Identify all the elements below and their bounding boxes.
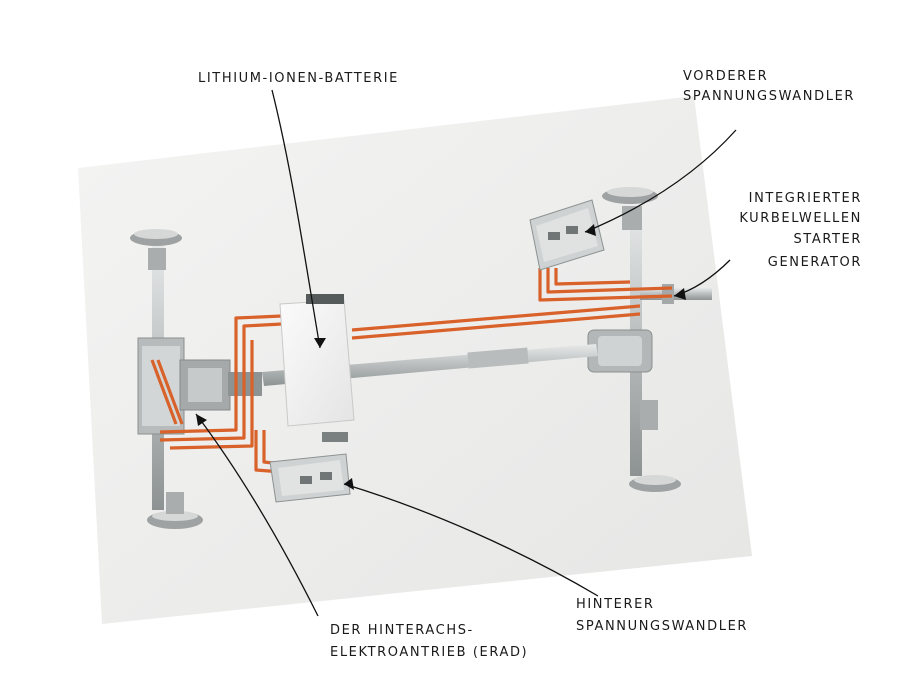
arrow-front-converter (585, 224, 596, 236)
rear-voltage-converter (269, 453, 351, 503)
label-front-converter-line2: SPANNUNGSWANDLER (683, 89, 855, 104)
label-isg-line2: KURBELWELLEN (739, 211, 862, 226)
arrowheads (196, 224, 686, 490)
leader-battery (271, 89, 321, 349)
arrow-rear-converter (344, 478, 354, 490)
label-isg-line3: STARTER (793, 232, 862, 247)
label-isg-line1: INTEGRIERTER (749, 191, 862, 206)
label-erad-line2: ELEKTROANTRIEB (ERAD) (330, 645, 528, 660)
rear-axle (130, 229, 203, 529)
arrow-isg (674, 288, 686, 300)
label-front-converter-line1: VORDERER (683, 69, 768, 84)
label-isg-line4: GENERATOR (768, 255, 862, 270)
label-erad-line1: DER HINTERACHS- (330, 623, 474, 638)
battery (279, 294, 355, 442)
label-rear-converter-line1: HINTERER (576, 597, 655, 612)
leader-front-converter (584, 129, 737, 233)
leader-lines (195, 89, 737, 617)
arrow-battery (314, 338, 326, 348)
hv-cables (150, 268, 673, 474)
leader-erad (195, 413, 319, 617)
arrow-erad (196, 414, 207, 426)
leader-rear-converter (343, 483, 599, 597)
front-voltage-converter (529, 199, 605, 271)
front-differential (587, 329, 653, 373)
label-rear-converter-line2: SPANNUNGSWANDLER (576, 619, 748, 634)
label-battery: LITHIUM-IONEN-BATTERIE (198, 71, 399, 86)
